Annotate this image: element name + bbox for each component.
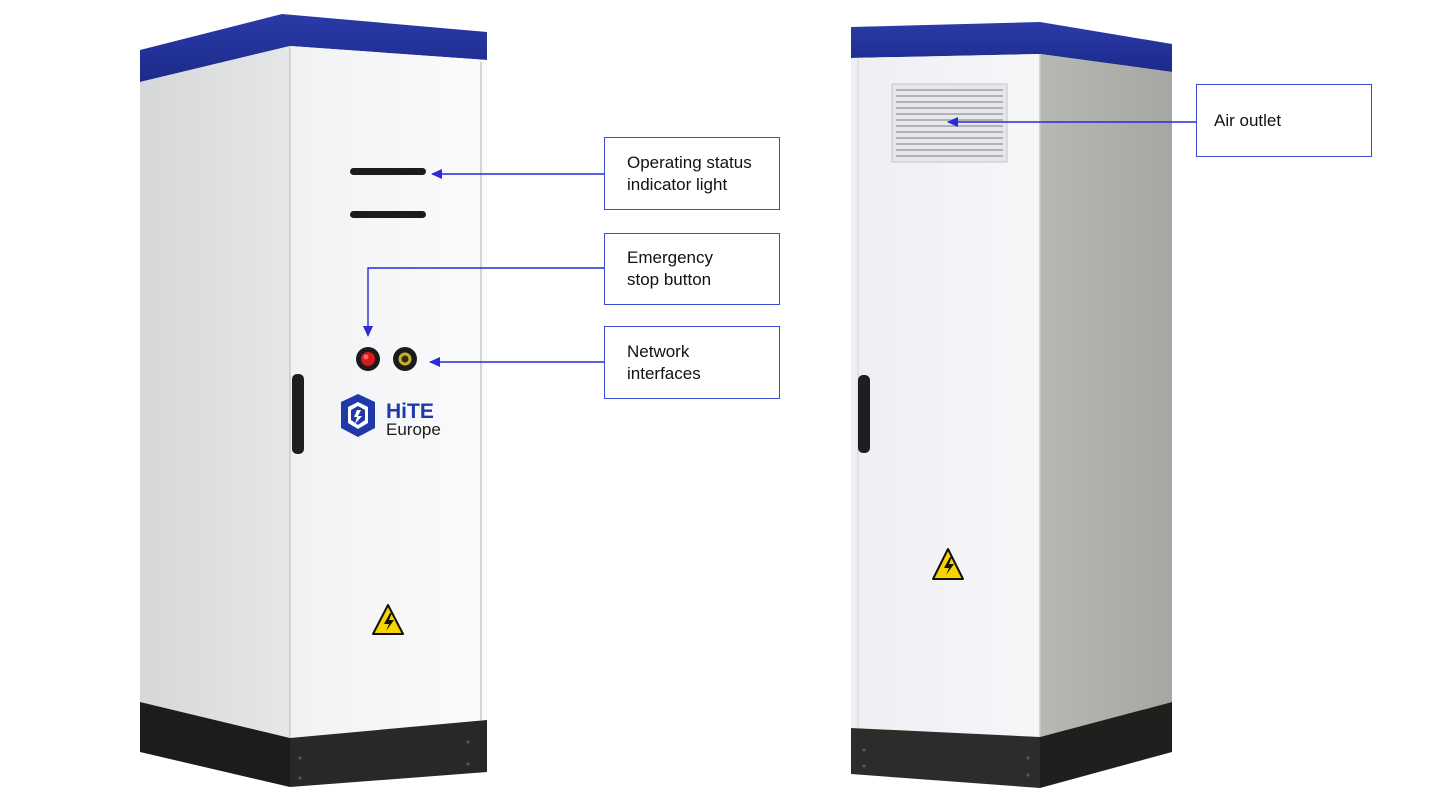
cabinet-front-door <box>290 46 487 738</box>
cabinet-rear-panel <box>851 54 1040 737</box>
cabinet-front-roof <box>140 14 487 82</box>
callout-network: Network interfaces <box>604 326 780 399</box>
door-handle-rear <box>858 375 870 453</box>
callout-status-light-text: Operating status indicator light <box>627 152 752 194</box>
status-indicator-light <box>350 168 426 175</box>
status-indicator-light-lower <box>350 211 426 218</box>
network-interface-port <box>393 347 417 371</box>
callout-status-light: Operating status indicator light <box>604 137 780 210</box>
cabinet-front: HiTE Europe <box>140 14 487 787</box>
hite-europe-logo-icon <box>341 394 375 437</box>
emergency-stop-button <box>356 347 380 371</box>
logo-text-line1: HiTE <box>386 400 434 423</box>
cabinet-rear-base <box>851 728 1040 788</box>
high-voltage-warning-icon-rear <box>932 548 964 580</box>
cabinet-rear <box>851 22 1172 788</box>
cabinet-front-side-panel <box>140 46 290 738</box>
leader-arrows <box>363 117 1196 367</box>
callout-air-outlet-text: Air outlet <box>1214 110 1282 130</box>
arrow-emergency-stop <box>363 267 604 337</box>
air-outlet-grille <box>891 83 1008 163</box>
cabinet-rear-side-panel <box>1040 54 1172 737</box>
cabinet-front-base <box>140 702 290 787</box>
callout-network-text: Network interfaces <box>627 341 701 383</box>
door-handle <box>292 374 304 454</box>
cabinet-rear-roof <box>851 22 1172 72</box>
callout-air-outlet: Air outlet <box>1196 84 1372 157</box>
high-voltage-warning-icon <box>372 604 404 635</box>
logo-text-line2: Europe <box>386 420 441 439</box>
callout-emergency-stop-text: Emergency stop button <box>627 248 713 289</box>
callout-emergency-stop: Emergency stop button <box>604 233 780 305</box>
